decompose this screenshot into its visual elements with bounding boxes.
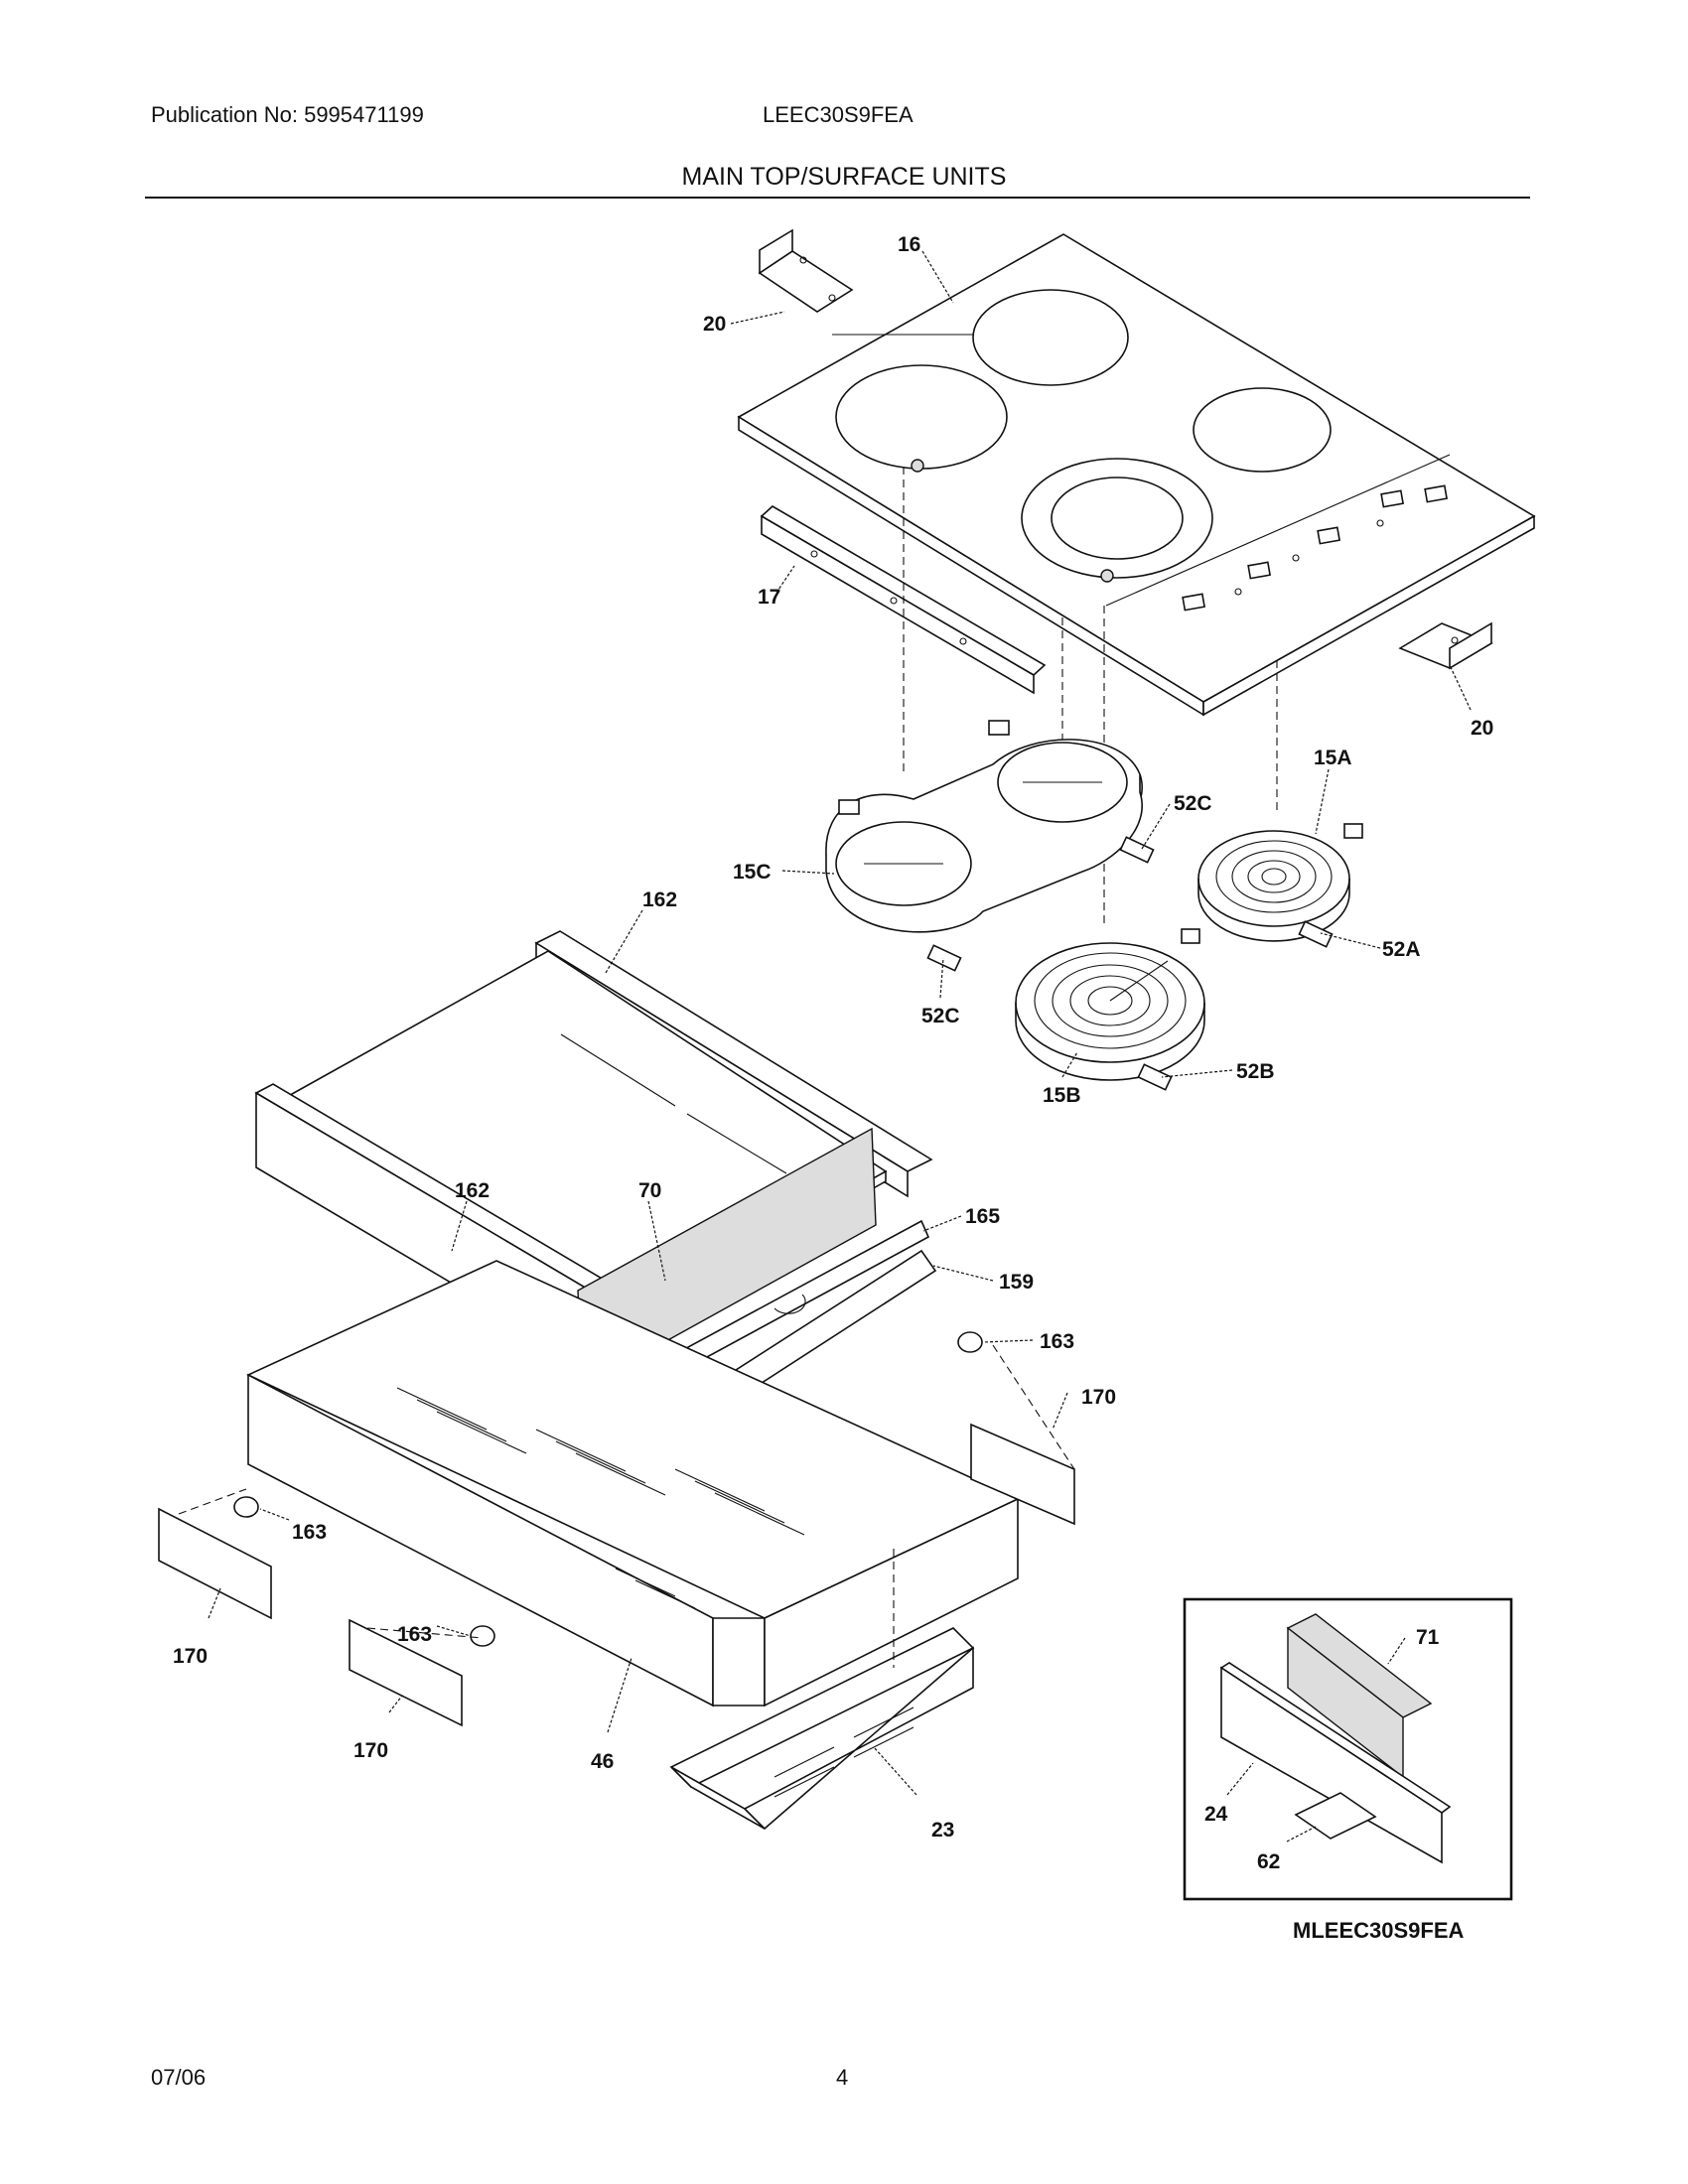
page-title: MAIN TOP/SURFACE UNITS (681, 163, 1007, 191)
callout-162-top: 162 (642, 888, 677, 911)
callout-52C-right: 52C (1174, 792, 1212, 815)
cap-part-163-lower (470, 1625, 495, 1647)
header-rule (145, 197, 1530, 199)
callout-20-right: 20 (1471, 717, 1493, 740)
footer-date: 07/06 (151, 2065, 207, 2090)
callout-70: 70 (638, 1179, 661, 1202)
element-part-15B (1015, 928, 1205, 1081)
callout-52B: 52B (1236, 1060, 1275, 1083)
page-number: 4 (836, 2065, 849, 2090)
side-panel-part-170-left (158, 1507, 272, 1620)
bracket-part-20-top (758, 228, 854, 313)
cap-part-163-right (957, 1331, 983, 1353)
callout-162-lower: 162 (455, 1179, 490, 1202)
callout-159: 159 (999, 1271, 1034, 1294)
callout-52C-left: 52C (921, 1005, 960, 1027)
callout-17: 17 (758, 586, 780, 609)
inset-detail-box (1183, 1597, 1513, 1901)
callout-52A: 52A (1382, 938, 1421, 961)
cooktop-top-part-16 (737, 233, 1536, 717)
callout-46: 46 (591, 1750, 614, 1773)
callout-163-right: 163 (1040, 1330, 1074, 1353)
callout-71: 71 (1416, 1626, 1440, 1649)
lower-chassis-part-46 (246, 1260, 1020, 1707)
side-panel-part-170-right (970, 1423, 1075, 1526)
callout-170-lower: 170 (353, 1739, 388, 1762)
callout-163-left: 163 (292, 1521, 327, 1544)
callout-16: 16 (898, 233, 920, 256)
callout-20-top: 20 (703, 313, 726, 336)
dual-element-part-15C (825, 720, 1143, 933)
publication-number: Publication No: 5995471199 (151, 102, 424, 127)
callout-165: 165 (965, 1205, 1000, 1228)
model-number: LEEC30S9FEA (763, 102, 914, 127)
bracket-part-52C-right (1119, 836, 1155, 864)
callout-15C: 15C (733, 861, 772, 884)
callout-170-right: 170 (1081, 1386, 1116, 1409)
callout-62: 62 (1257, 1850, 1280, 1873)
front-panel-part-23 (669, 1627, 975, 1831)
callout-23: 23 (931, 1819, 954, 1842)
bracket-part-52B (1137, 1063, 1173, 1091)
callout-24: 24 (1204, 1803, 1228, 1826)
inset-model-label: MLEEC30S9FEA (1293, 1918, 1464, 1943)
bracket-part-20-right (1398, 621, 1493, 670)
callout-15A: 15A (1314, 747, 1352, 769)
callout-15B: 15B (1043, 1084, 1081, 1107)
bracket-part-52A (1298, 920, 1334, 948)
element-part-15A (1197, 823, 1363, 942)
callout-170-left: 170 (173, 1645, 208, 1668)
bracket-part-52C-left (926, 944, 962, 972)
callout-163-lower: 163 (397, 1623, 432, 1646)
side-panel-part-170-lower (349, 1618, 463, 1727)
cap-part-163-left (233, 1496, 259, 1518)
